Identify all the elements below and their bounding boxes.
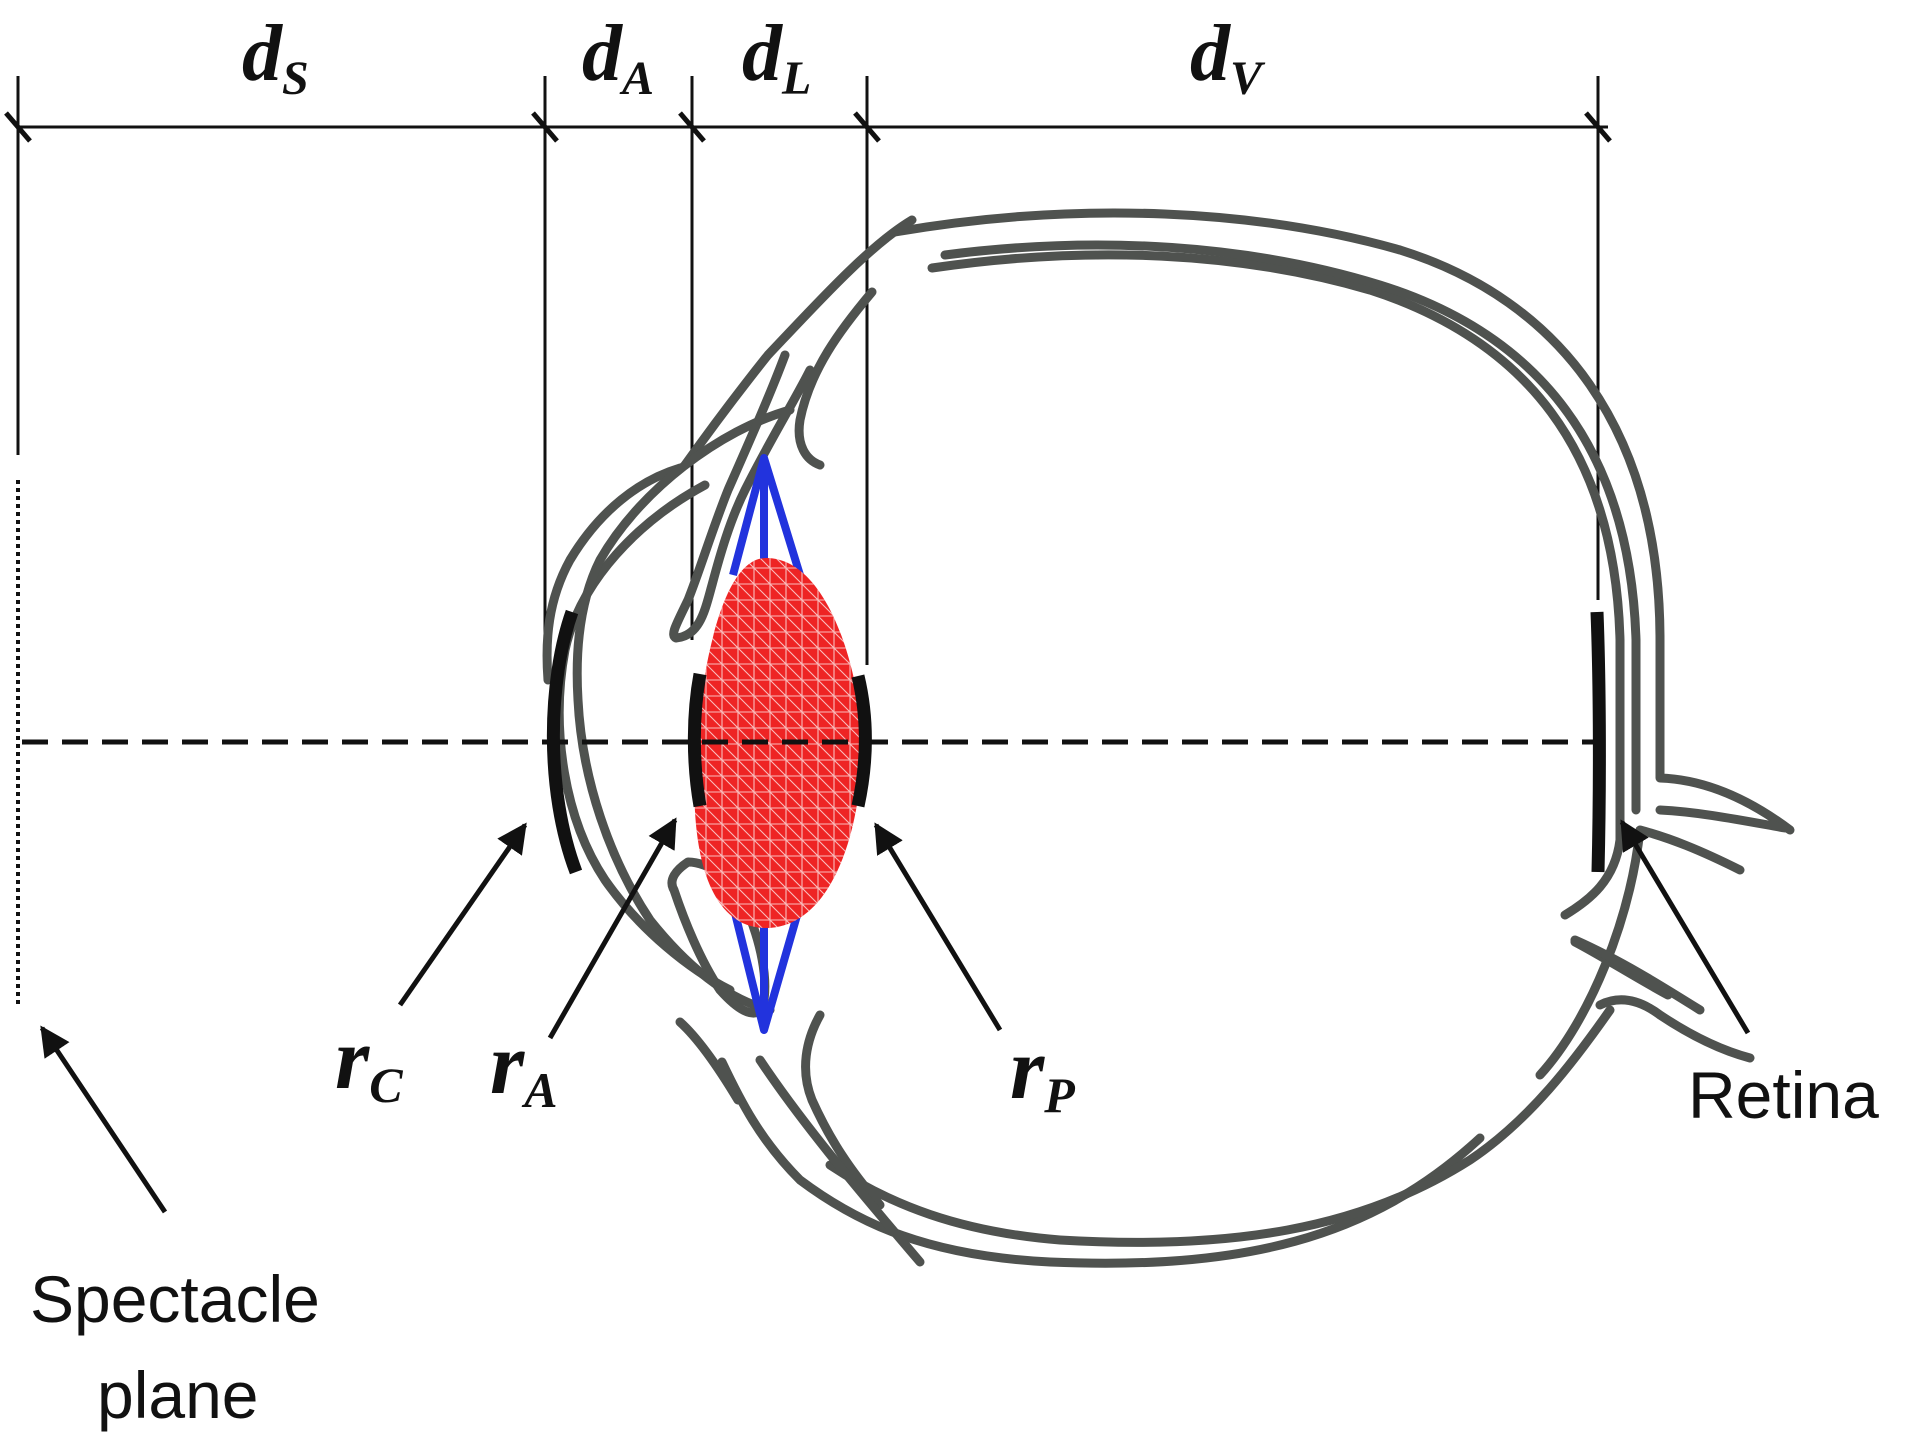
spectacle-plane-label-line2: plane	[97, 1358, 259, 1432]
tick-retina	[1584, 111, 1612, 143]
arrow-rc	[397, 822, 528, 1007]
tick-anterior-lens	[678, 111, 706, 143]
arrow-rp	[873, 822, 1003, 1032]
retina-surface	[1590, 611, 1606, 873]
anterior-lens-surface	[687, 672, 707, 808]
optic-nerve-sheath	[1595, 995, 1755, 1063]
distance-label-ds: dS	[242, 10, 309, 105]
iris-upper	[669, 350, 815, 643]
distance-label-dl: dL	[742, 10, 811, 105]
ciliary-body-lower	[801, 1010, 885, 1210]
ciliary-body-upper	[794, 287, 877, 470]
lower-lid	[675, 1017, 743, 1105]
tick-posterior-lens	[853, 111, 881, 143]
sclera-outer	[717, 208, 1795, 1268]
lens-mesh-lines	[694, 558, 863, 928]
tick-spectacle	[4, 111, 32, 143]
dimension-lines	[4, 76, 1612, 665]
upper-lid-outer	[542, 463, 685, 685]
arrow-retina	[1619, 819, 1751, 1035]
eye-anatomy	[542, 208, 1795, 1268]
crystalline-lens	[694, 558, 863, 928]
optic-nerve-upper	[1655, 805, 1790, 833]
radius-label-rp: rP	[1010, 1021, 1075, 1123]
radius-label-rc: rC	[335, 1011, 403, 1113]
distance-label-da: dA	[582, 10, 654, 105]
cornea-surface	[546, 609, 583, 875]
arrow-ra	[547, 817, 678, 1040]
choroid-layer	[940, 240, 1641, 815]
conjunctiva-upper	[680, 215, 917, 470]
cornea-outer	[554, 480, 735, 995]
radius-label-ra: rA	[490, 1016, 558, 1118]
arrow-spectacle	[39, 1025, 168, 1214]
distance-label-dv: dV	[1190, 10, 1266, 105]
optic-nerve-lower	[1570, 935, 1705, 1015]
zonule-upper	[729, 454, 804, 577]
tick-cornea	[531, 111, 559, 143]
posterior-lens-surface	[851, 674, 872, 808]
retina-label: Retina	[1688, 1058, 1879, 1132]
lens-finite-element-mesh	[694, 558, 863, 928]
spectacle-plane-label-line1: Spectacle	[30, 1262, 320, 1336]
lower-conjunctiva	[755, 1055, 925, 1267]
cornea-inner	[572, 405, 795, 1015]
sclera-inner	[825, 250, 1673, 1247]
